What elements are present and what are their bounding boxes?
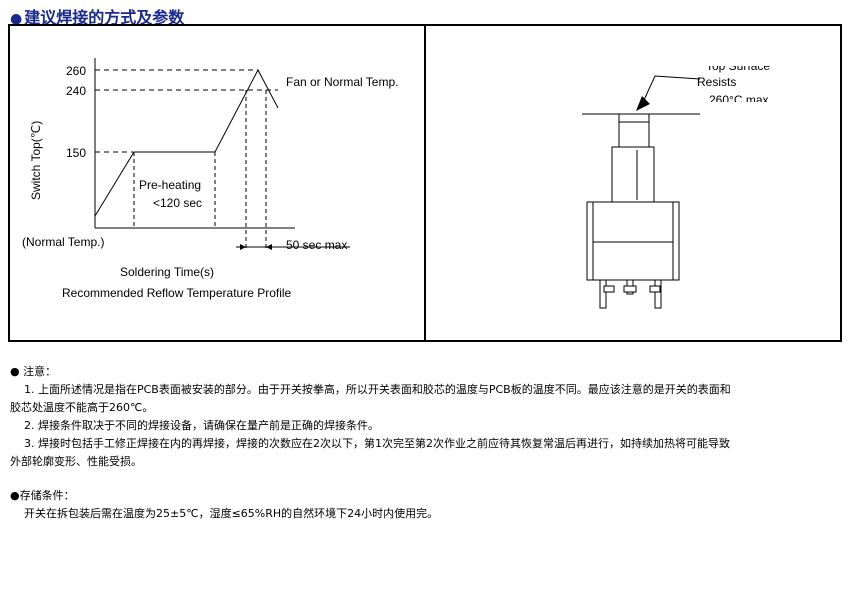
storage-text: 开关在拆包装后需在温度为25±5℃，湿度≤65%RH的自然环境下24小时内使用完… [24, 507, 439, 520]
terminal-3-tab [649, 285, 661, 293]
storage-title: ●存储条件： [10, 487, 844, 505]
notes-title: ● 注意： [10, 363, 844, 381]
switch-terminals [599, 279, 662, 309]
note-item-2: 2. 焊接条件取决于不同的焊接设备，请确保在量产前是正确的焊接条件。 [24, 419, 379, 432]
terminal-1-tab [603, 285, 615, 293]
fan-label: Fan or Normal Temp. [286, 75, 398, 89]
body-side-left [586, 201, 594, 281]
note-item-3: 3. 焊接时包括手工修正焊接在内的再焊接，焊接的次数应在2次以下，第1次完至第2… [24, 437, 730, 450]
callout-arrowhead [636, 96, 650, 111]
label-crop-bottom [706, 102, 786, 112]
switch-stem [611, 146, 655, 203]
notes-title-text: 注意： [23, 365, 57, 378]
storage-bullet: ● [10, 489, 20, 502]
preheat-duration-label: <120 sec [153, 196, 202, 210]
y-tick-260: 260 [66, 64, 86, 78]
switch-cap [618, 113, 650, 148]
notes-bullet: ● [10, 365, 20, 378]
preheat-label: Pre-heating [139, 178, 201, 192]
body-side-right [672, 201, 680, 281]
y-tick-240: 240 [66, 84, 86, 98]
figure-caption: Recommended Reflow Temperature Profile [62, 286, 292, 300]
duration-label: 50 sec max [286, 238, 347, 252]
label-crop-top [696, 58, 786, 66]
heading-text: 建议焊接的方式及参数 [24, 8, 185, 27]
switch-body [586, 201, 680, 281]
switch-side-view: Top Surface Resists 260°C max [582, 59, 770, 309]
terminal-1 [599, 279, 607, 309]
figure-divider [424, 24, 426, 342]
duration-arrow-right [266, 244, 272, 250]
y-tick-150: 150 [66, 146, 86, 160]
profile-curve [94, 68, 279, 217]
callout-leader [643, 75, 701, 101]
terminal-3 [654, 279, 662, 309]
y-axis-label: Switch Top(℃) [29, 121, 43, 200]
note-item-3-cont: 外部轮廓变形、性能受损。 [10, 455, 142, 468]
reflow-profile-diagram: Switch Top(℃) 260 240 150 Fan or Normal … [22, 58, 398, 300]
duration-arrow-left [240, 244, 246, 250]
notes-section: ● 注意： 1. 上面所述情况是指在PCB表面被安装的部分。由于开关按拳高，所以… [10, 363, 844, 523]
resists-label: Resists [697, 75, 736, 89]
terminal-2-tab [623, 285, 637, 293]
section-heading: ●建议焊接的方式及参数 [10, 4, 184, 28]
normal-temp-label: (Normal Temp.) [22, 235, 104, 249]
heading-bullet: ● [10, 11, 23, 27]
storage-title-text: 存储条件： [19, 489, 75, 502]
note-item-1-cont: 胶芯处温度不能高于260℃。 [10, 401, 154, 414]
note-item-1: 1. 上面所述情况是指在PCB表面被安装的部分。由于开关按拳高，所以开关表面和胶… [24, 383, 731, 396]
x-axis-label: Soldering Time(s) [120, 265, 214, 279]
